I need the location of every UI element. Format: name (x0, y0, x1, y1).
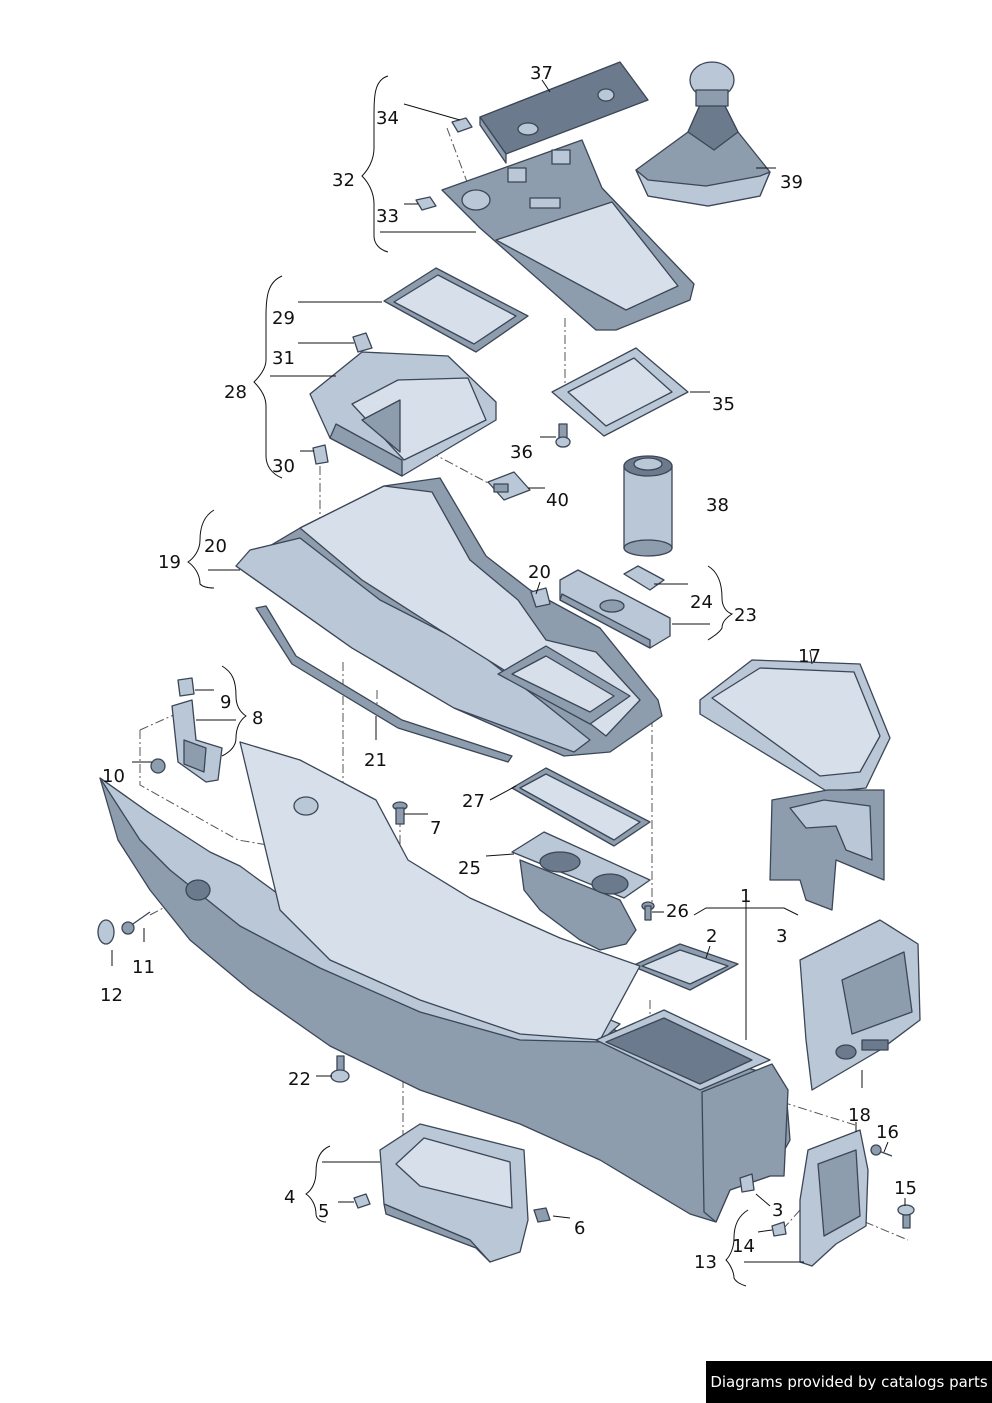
part-32-shifter-frame (441, 139, 695, 331)
callout-5: 5 (318, 1201, 329, 1222)
callout-28: 28 (224, 382, 247, 403)
callout-24: 24 (690, 592, 713, 613)
callout-30: 30 (272, 456, 295, 477)
part-16-screw (870, 1144, 893, 1157)
callout-8: 8 (252, 708, 263, 729)
callout-14: 14 (732, 1236, 755, 1257)
callout-15: 15 (894, 1178, 917, 1199)
part-3-clip (739, 1173, 755, 1193)
leader-lines (111, 75, 906, 1287)
part-34-clip (451, 117, 473, 133)
callout-7: 7 (430, 818, 441, 839)
callout-20-lower: 20 (528, 562, 551, 583)
part-33-clip (415, 196, 437, 211)
part-2-mat (631, 943, 739, 991)
callout-3-lower: 3 (772, 1200, 783, 1221)
part-7-screw (392, 801, 408, 825)
part-3-rear-bezel (799, 919, 921, 1091)
part-27-mat (511, 767, 651, 847)
callout-26: 26 (666, 901, 689, 922)
part-40-connector (487, 471, 531, 501)
part-37-top-trim (479, 61, 649, 164)
callout-27: 27 (462, 791, 485, 812)
callout-33: 33 (376, 206, 399, 227)
part-36-screw (555, 423, 571, 448)
part-31-clip (352, 332, 373, 353)
part-5-clip (353, 1193, 371, 1209)
callout-11: 11 (132, 957, 155, 978)
part-35-frame (551, 347, 689, 437)
callout-1: 1 (740, 886, 751, 907)
callout-2: 2 (706, 926, 717, 947)
callout-25: 25 (458, 858, 481, 879)
part-23-cup-cover (559, 569, 671, 649)
callout-34: 34 (376, 108, 399, 129)
part-14-clip (771, 1221, 787, 1237)
part-17-armrest (699, 659, 891, 911)
part-20-clip (530, 587, 551, 608)
part-11-screw (121, 911, 151, 935)
part-6-nut (533, 1207, 551, 1223)
callout-3-upper: 3 (776, 926, 787, 947)
callout-37: 37 (530, 63, 553, 84)
credit-text: Diagrams provided by catalogs parts (710, 1373, 988, 1391)
part-4-lower-box (379, 1123, 529, 1263)
callout-31: 31 (272, 348, 295, 369)
callout-38: 38 (706, 495, 729, 516)
part-10-nut (150, 758, 166, 774)
part-19-upper-console-trim (235, 477, 663, 757)
callout-9: 9 (220, 692, 231, 713)
callout-22: 22 (288, 1069, 311, 1090)
part-1-lower-console (99, 741, 791, 1223)
part-28-storage-box (309, 351, 497, 477)
callout-numbers: 37 34 32 39 33 29 31 28 35 36 30 40 38 2… (100, 63, 917, 1273)
callout-16: 16 (876, 1122, 899, 1143)
part-12-cap (97, 919, 115, 945)
callout-39: 39 (780, 172, 803, 193)
part-24-small-lid (623, 565, 665, 591)
part-21-trim-strip (255, 605, 513, 763)
credit-banner: Diagrams provided by catalogs parts (706, 1361, 992, 1403)
parts (97, 61, 921, 1267)
part-18-bracket (799, 1129, 869, 1267)
part-30-clip (312, 444, 329, 465)
callout-10: 10 (102, 766, 125, 787)
part-39-gear-knob-boot (635, 61, 771, 207)
callout-18: 18 (848, 1105, 871, 1126)
part-25-cup-tray (511, 831, 651, 951)
callout-32: 32 (332, 170, 355, 191)
part-8-bracket (171, 699, 223, 783)
callout-29: 29 (272, 308, 295, 329)
callout-21: 21 (364, 750, 387, 771)
part-9-clip (177, 677, 195, 697)
callout-36: 36 (510, 442, 533, 463)
part-29-lid (383, 267, 529, 353)
part-22-screw (330, 1055, 350, 1083)
callout-35: 35 (712, 394, 735, 415)
callout-6: 6 (574, 1218, 585, 1239)
callout-4: 4 (284, 1187, 295, 1208)
callout-12: 12 (100, 985, 123, 1006)
part-38-cup-holder (623, 455, 673, 557)
part-26-screw (641, 901, 655, 921)
callout-40: 40 (546, 490, 569, 511)
callout-19: 19 (158, 552, 181, 573)
part-15-screw (897, 1204, 915, 1229)
callout-17: 17 (798, 646, 821, 667)
callout-23: 23 (734, 605, 757, 626)
callout-13: 13 (694, 1252, 717, 1273)
callout-20-upper: 20 (204, 536, 227, 557)
